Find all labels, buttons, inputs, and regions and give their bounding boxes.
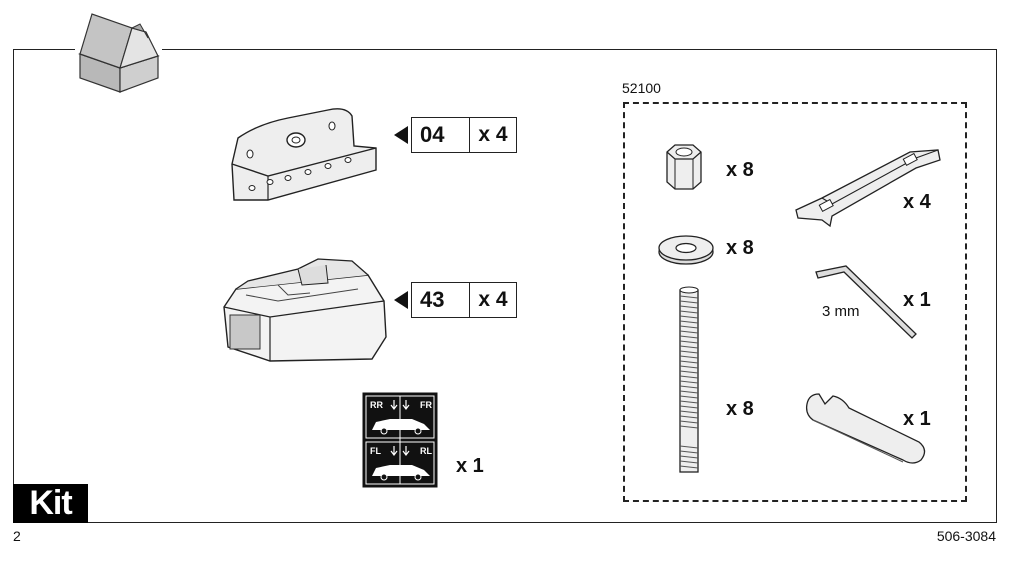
bracket-plate-icon bbox=[231, 108, 377, 201]
part-43-code: 43 bbox=[412, 283, 470, 317]
washer-icon bbox=[658, 235, 714, 265]
threaded-rod-icon bbox=[679, 286, 699, 473]
page-number: 2 bbox=[13, 528, 21, 544]
part-43-tag: 43 x 4 bbox=[411, 282, 517, 318]
document-number: 506-3084 bbox=[936, 528, 996, 544]
kit-code: 52100 bbox=[622, 80, 661, 96]
spanner-tool-qty: x 1 bbox=[903, 408, 931, 430]
frame-top-right bbox=[162, 49, 997, 50]
allen-key-size: 3 mm bbox=[822, 303, 860, 320]
washer-qty: x 8 bbox=[726, 237, 754, 259]
part-43-qty: x 4 bbox=[478, 288, 508, 311]
allen-key-icon bbox=[815, 265, 917, 339]
allen-key-qty: x 1 bbox=[903, 289, 931, 311]
clamp-strap-qty: x 4 bbox=[903, 191, 931, 213]
position-sticker-icon: RR FR FL RL bbox=[362, 392, 438, 488]
clamp-strap-icon bbox=[795, 149, 941, 228]
frame-left bbox=[13, 49, 14, 523]
hex-nut-qty: x 8 bbox=[726, 159, 754, 181]
part-43-arrow-icon bbox=[394, 291, 408, 309]
frame-top-left bbox=[13, 49, 75, 50]
part-04-tag: 04 x 4 bbox=[411, 117, 517, 153]
foot-pad-icon bbox=[223, 258, 387, 362]
sticker-label-fl: FL bbox=[370, 446, 381, 456]
kit-badge: Kit bbox=[13, 484, 88, 523]
part-04-code: 04 bbox=[412, 118, 470, 152]
sticker-label-fr: FR bbox=[420, 400, 432, 410]
sticker-qty: x 1 bbox=[456, 455, 484, 477]
sticker-label-rl: RL bbox=[420, 446, 432, 456]
spanner-tool-icon bbox=[805, 393, 926, 464]
open-box-icon bbox=[78, 13, 160, 93]
sticker-label-rr: RR bbox=[370, 400, 383, 410]
threaded-rod-qty: x 8 bbox=[726, 398, 754, 420]
kit-contents-box bbox=[623, 102, 967, 502]
hex-nut-icon bbox=[666, 144, 702, 190]
frame-bottom bbox=[13, 522, 997, 523]
part-04-arrow-icon bbox=[394, 126, 408, 144]
frame-right bbox=[996, 49, 997, 523]
part-04-qty: x 4 bbox=[478, 123, 508, 146]
